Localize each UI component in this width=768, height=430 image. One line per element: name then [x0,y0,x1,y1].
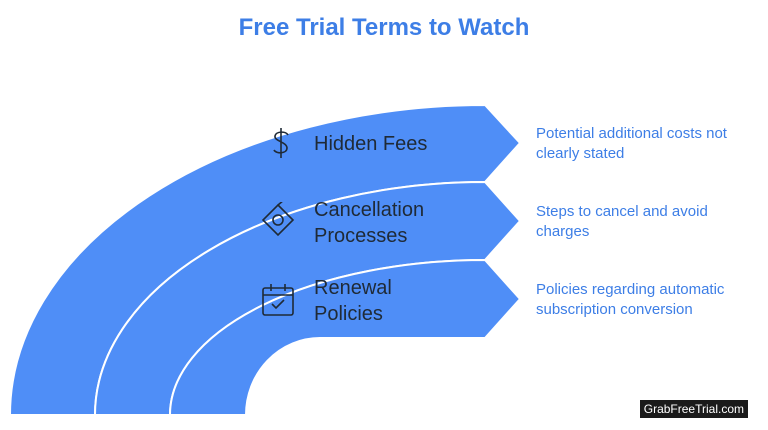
label-cancellation: Cancellation Processes [314,199,425,247]
dollar-icon [273,128,289,158]
calendar-check-icon [262,284,294,316]
band-renewal [168,258,522,416]
label-renewal: Renewal Policies [314,277,392,325]
desc-renewal: Policies regarding automatic subscriptio… [536,281,725,318]
tag-icon [261,202,295,237]
desc-cancellation: Steps to cancel and avoid charges [536,203,708,240]
diagram-title: Free Trial Terms to Watch [238,14,530,41]
watermark: GrabFreeTrial.com [639,400,748,418]
label-hidden-fees: Hidden Fees [314,133,428,155]
desc-hidden-fees: Potential additional costs not clearly s… [536,125,727,162]
